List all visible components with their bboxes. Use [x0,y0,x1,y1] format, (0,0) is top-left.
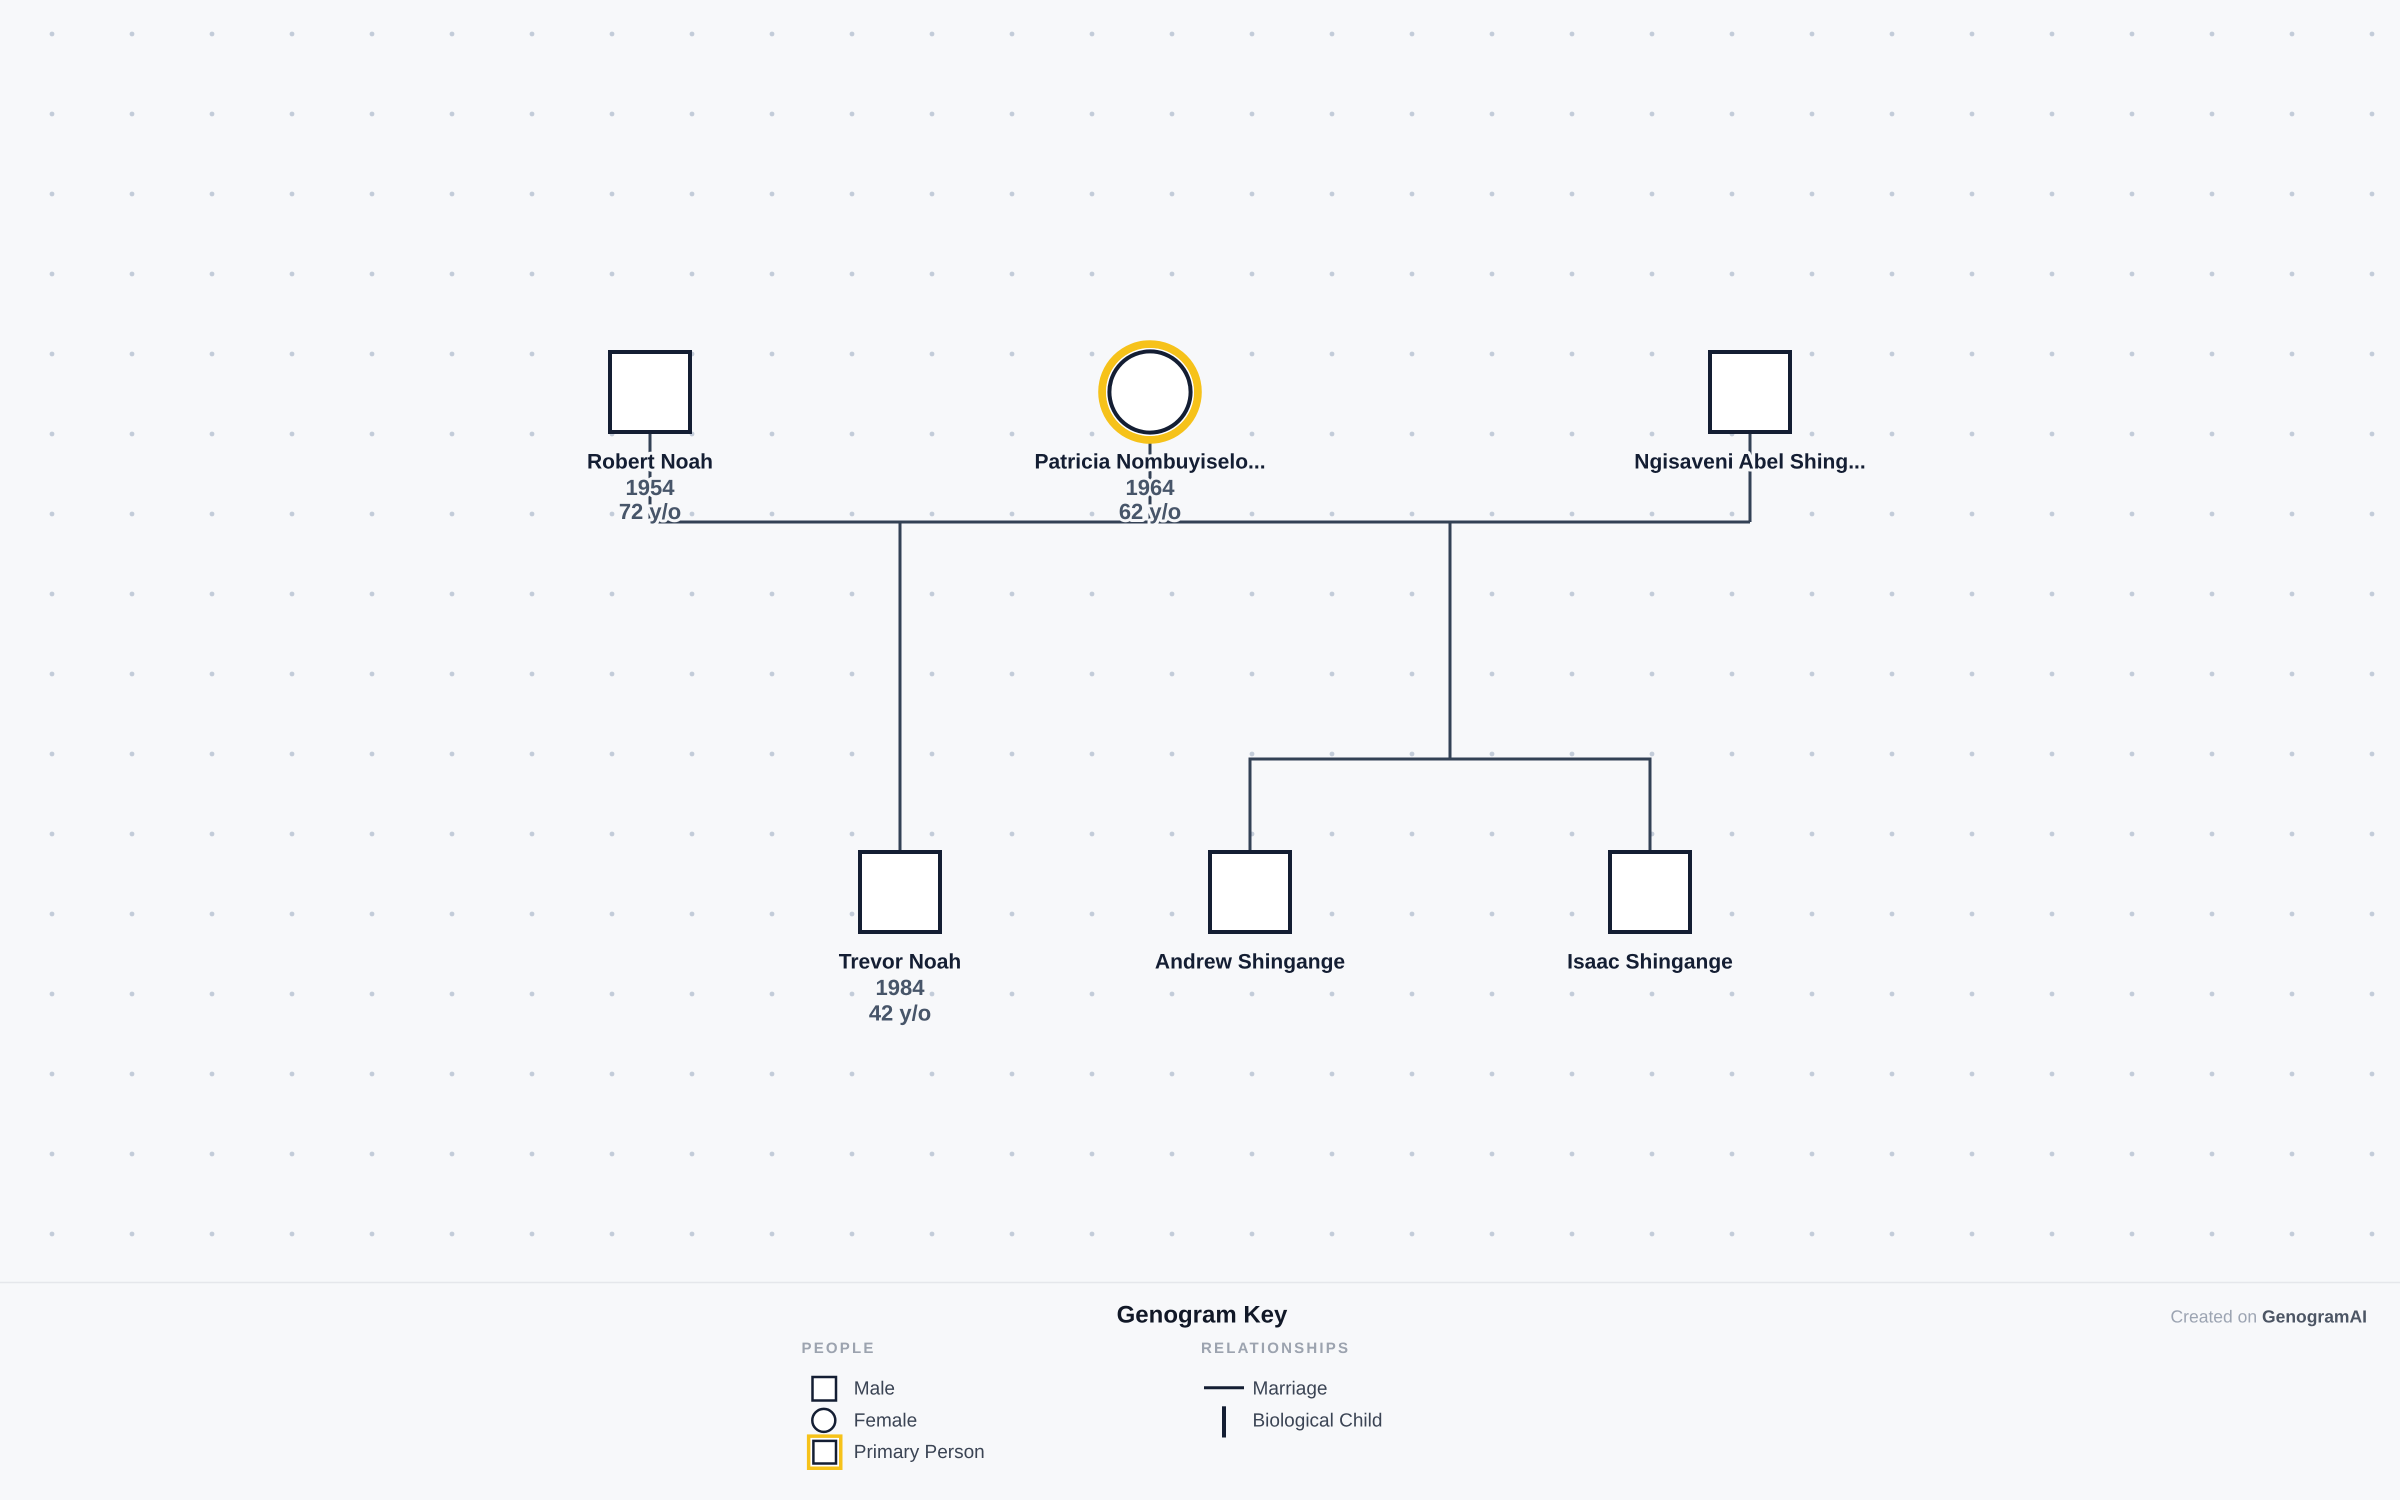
svg-text:Isaac Shingange: Isaac Shingange [1567,950,1733,973]
svg-text:1954: 1954 [626,475,676,500]
svg-text:42 y/o: 42 y/o [869,1001,931,1026]
svg-text:PEOPLE: PEOPLE [802,1340,876,1357]
svg-text:1984: 1984 [876,975,926,1000]
svg-text:Marriage: Marriage [1253,1379,1328,1400]
svg-text:Robert Noah: Robert Noah [587,450,713,473]
svg-text:RELATIONSHIPS: RELATIONSHIPS [1201,1340,1350,1357]
svg-text:Female: Female [854,1410,917,1431]
svg-text:62 y/o: 62 y/o [1119,499,1181,524]
svg-text:1964: 1964 [1126,475,1176,500]
svg-text:Genogram Key: Genogram Key [1117,1302,1288,1329]
svg-text:Trevor Noah: Trevor Noah [839,950,962,973]
svg-text:Ngisaveni Abel Shing...: Ngisaveni Abel Shing... [1634,450,1865,473]
svg-text:Biological Child: Biological Child [1253,1410,1383,1431]
svg-text:Primary Person: Primary Person [854,1442,985,1463]
svg-text:72 y/o: 72 y/o [619,499,681,524]
svg-text:Created on GenogramAI: Created on GenogramAI [2171,1307,2367,1327]
svg-text:Patricia Nombuyiselo...: Patricia Nombuyiselo... [1034,450,1265,473]
svg-text:Male: Male [854,1379,895,1400]
svg-text:Andrew Shingange: Andrew Shingange [1155,950,1345,973]
